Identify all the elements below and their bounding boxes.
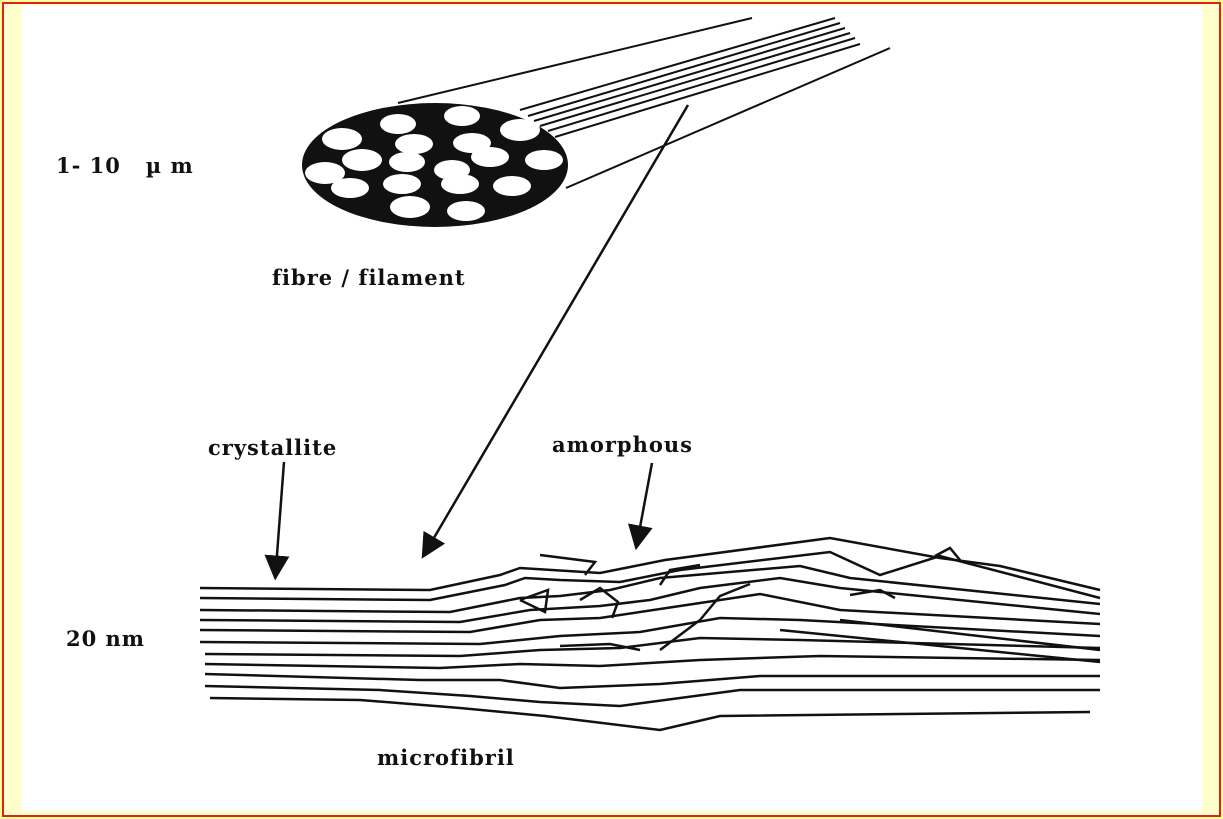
fibre-label: fibre / filament — [272, 265, 466, 290]
fibre-cross-section — [302, 103, 568, 227]
fibre-size-label: 1- 10 µ m — [56, 153, 194, 178]
crystallite-pointer-arrow — [276, 462, 284, 568]
amorphous-label: amorphous — [552, 432, 693, 457]
microfibril-strands — [200, 538, 1100, 730]
microfibril-size-label: 20 nm — [66, 626, 145, 651]
crystallite-label: crystallite — [208, 435, 337, 460]
microfibril-label: microfibril — [377, 745, 515, 770]
amorphous-pointer-arrow — [638, 463, 652, 538]
